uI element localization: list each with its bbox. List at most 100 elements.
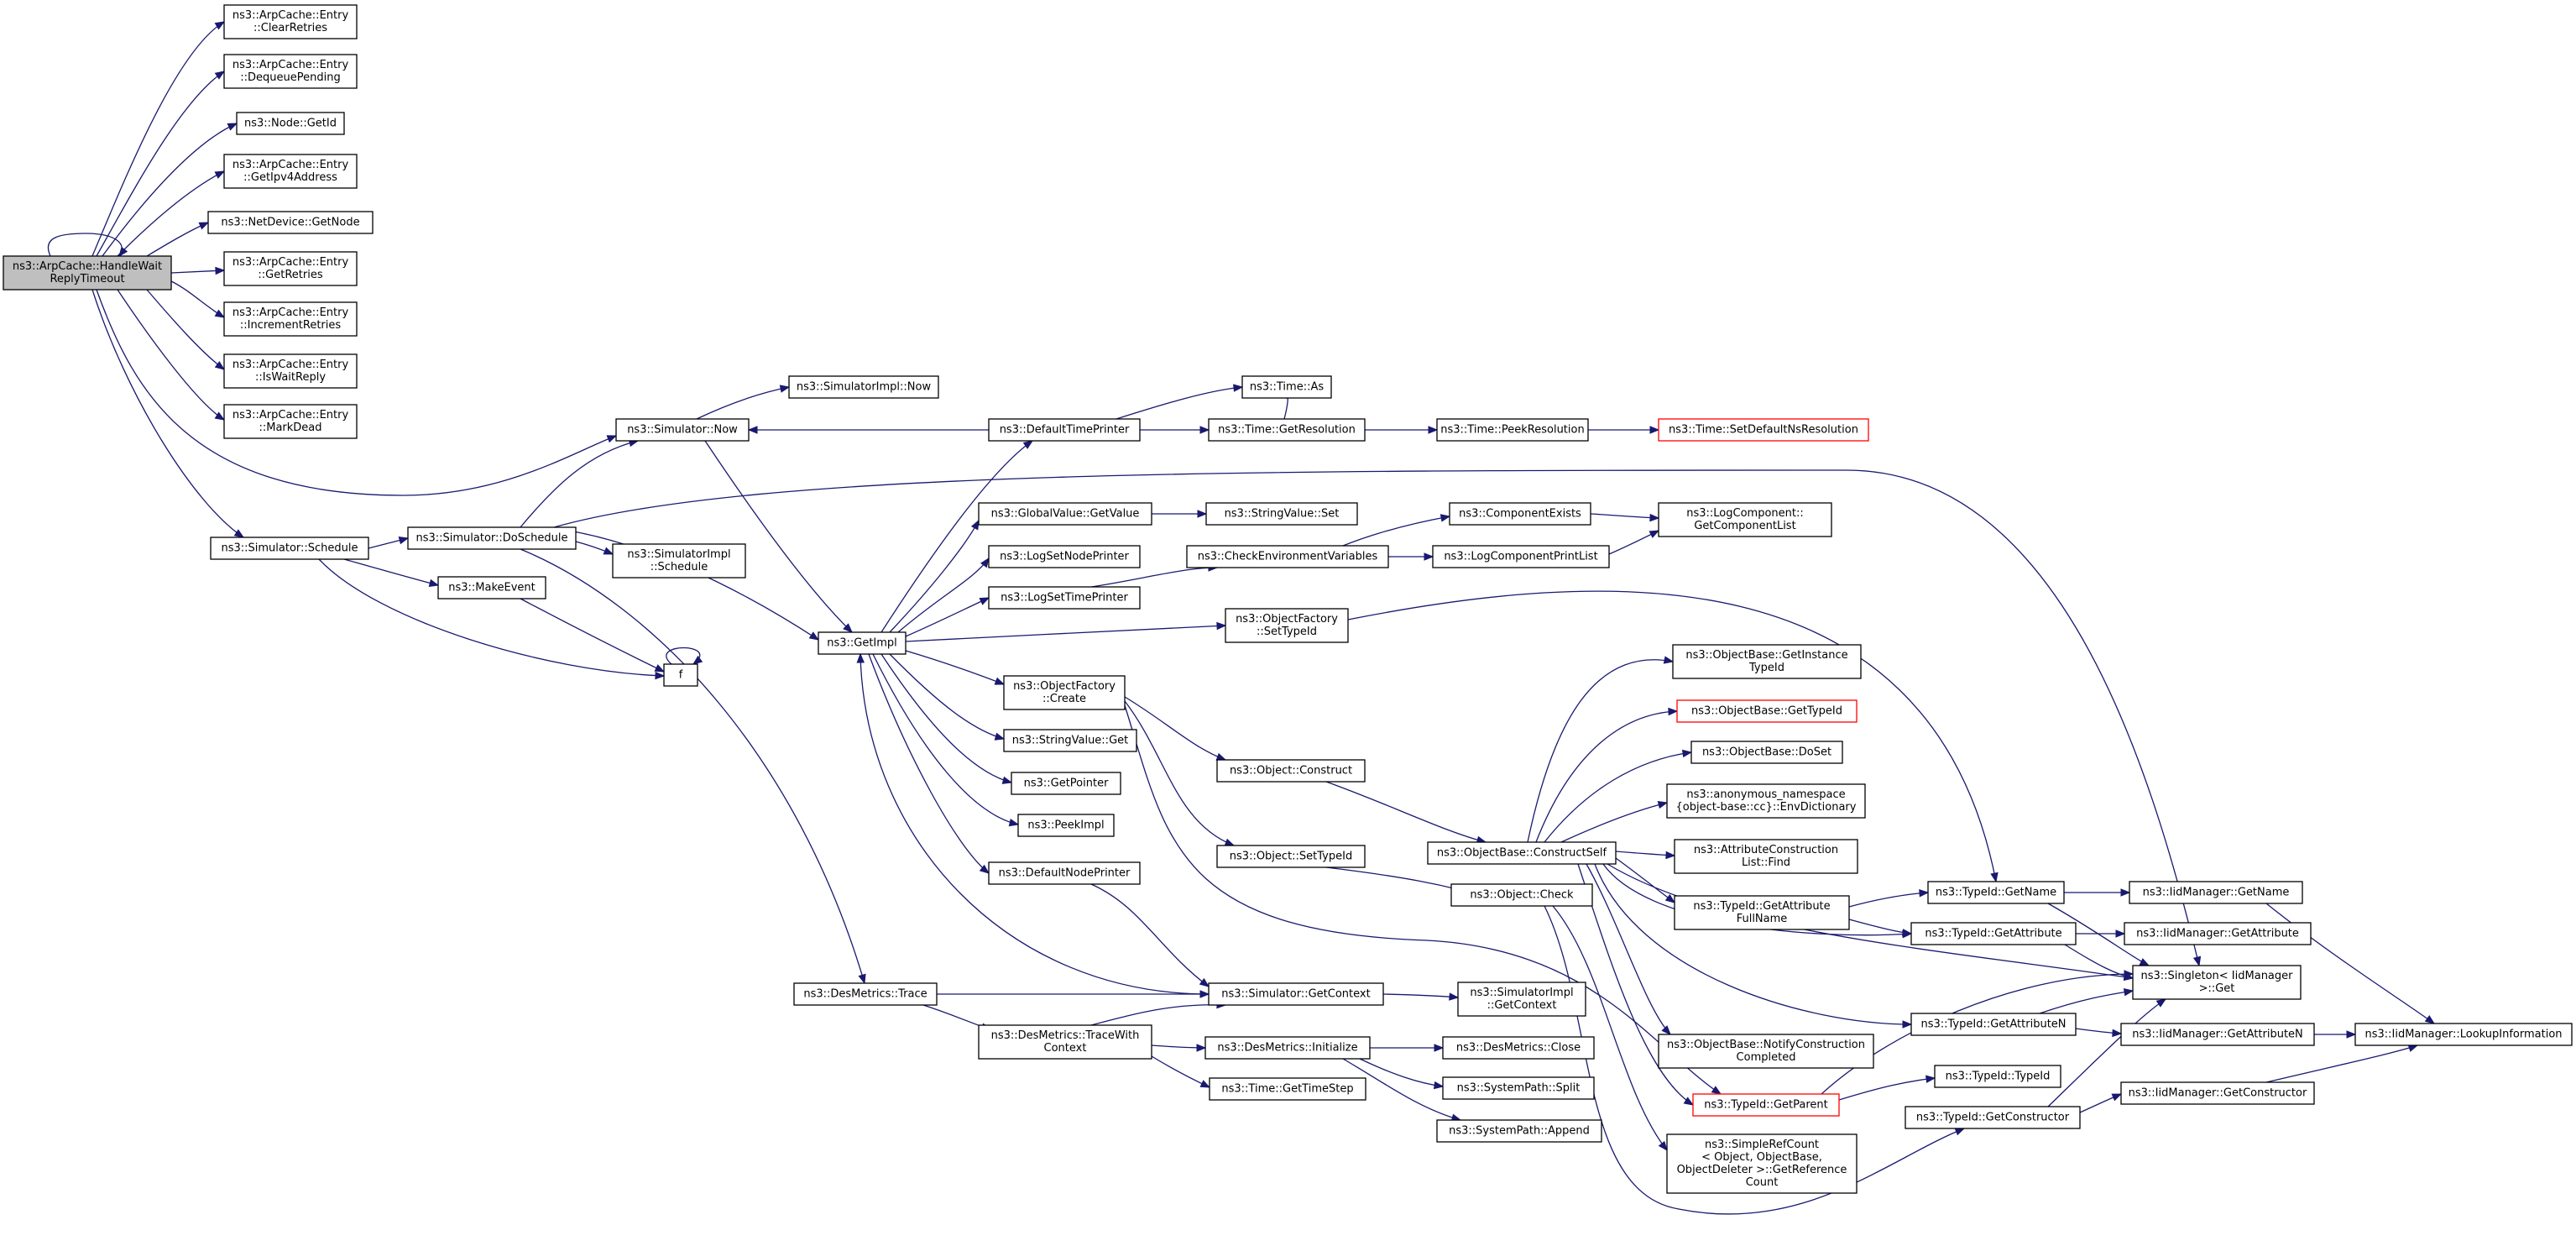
function-node-simImplGetContext[interactable]: ns3::SimulatorImpl::GetContext [1457, 982, 1586, 1017]
function-node-getRetries[interactable]: ns3::ArpCache::Entry::GetRetries [223, 251, 358, 286]
edge-arrowhead [2192, 955, 2202, 967]
edge-simGetContext-to-simImplGetContext [1382, 992, 1460, 1001]
function-node-dequeuePending[interactable]: ns3::ArpCache::Entry::DequeuePending [223, 54, 358, 89]
function-node-srcGetRef[interactable]: ns3::SimpleRefCount< Object, ObjectBase,… [1666, 1133, 1858, 1194]
function-node-tidTypeId[interactable]: ns3::TypeId::TypeId [1934, 1065, 2061, 1088]
function-node-logSetNode[interactable]: ns3::LogSetNodePrinter [988, 545, 1141, 568]
function-node-doSchedule[interactable]: ns3::Simulator::DoSchedule [407, 526, 577, 550]
edge-arrowhead [1664, 893, 1676, 903]
function-node-tidGetParent[interactable]: ns3::TypeId::GetParent [1692, 1093, 1840, 1117]
edge-arrowhead [2124, 970, 2134, 978]
edge-arrowhead [2139, 958, 2150, 966]
node-box [2129, 881, 2303, 904]
edge-arrowhead [233, 529, 245, 538]
edge-line [868, 653, 990, 874]
edge-root-to-netDevGetNode [146, 222, 210, 257]
function-node-strValSet[interactable]: ns3::StringValue::Set [1205, 502, 1358, 526]
function-node-objCheck[interactable]: ns3::Object::Check [1450, 883, 1593, 907]
edge-line [1838, 1077, 1936, 1101]
edge-line [905, 625, 1226, 642]
function-node-imGetAttrN[interactable]: ns3::IidManager::GetAttributeN [2120, 1023, 2315, 1046]
function-node-markDead[interactable]: ns3::ArpCache::Entry::MarkDead [223, 404, 358, 439]
function-node-defNodePrinter[interactable]: ns3::DefaultNodePrinter [988, 861, 1141, 885]
function-node-envDict[interactable]: ns3::anonymous_namespace{object-base::cc… [1666, 783, 1866, 819]
node-label-line: ::GetIpv4Address [243, 171, 337, 184]
edge-desTraceWith-to-simGetContext [1090, 1000, 1227, 1026]
node-box [615, 418, 750, 442]
function-node-strValGet[interactable]: ns3::StringValue::Get [1003, 729, 1137, 752]
function-node-getImpl[interactable]: ns3::GetImpl [818, 631, 907, 655]
function-node-ofCreate[interactable]: ns3::ObjectFactory::Create [1003, 675, 1126, 710]
edge-line [318, 558, 665, 677]
edge-arrowhead [979, 597, 990, 605]
node-label-line: ::DequeuePending [240, 71, 340, 84]
function-node-imGetConstructor[interactable]: ns3::IidManager::GetConstructor [2120, 1081, 2315, 1105]
function-node-timeGetStep[interactable]: ns3::Time::GetTimeStep [1209, 1077, 1366, 1101]
function-node-tidGetAttr[interactable]: ns3::TypeId::GetAttribute [1910, 922, 2077, 945]
function-node-simImplSchedule[interactable]: ns3::SimulatorImpl::Schedule [612, 543, 746, 578]
node-label-line: ns3::GetImpl [827, 637, 897, 650]
function-node-peekImpl[interactable]: ns3::PeekImpl [1017, 814, 1115, 837]
function-node-nodeGetId[interactable]: ns3::Node::GetId [236, 112, 345, 135]
function-node-clearRetries[interactable]: ns3::ArpCache::Entry::ClearRetries [223, 4, 358, 39]
function-node-imGetName[interactable]: ns3::IidManager::GetName [2129, 881, 2303, 904]
edge-arrowhead [747, 426, 758, 434]
function-node-getPointer[interactable]: ns3::GetPointer [1011, 772, 1121, 795]
function-node-tidGetName[interactable]: ns3::TypeId::GetName [1927, 881, 2065, 904]
function-node-tidGetConstructor[interactable]: ns3::TypeId::GetConstructor [1905, 1106, 2081, 1129]
edge-arrowhead [1902, 1020, 1913, 1029]
function-node-compExists[interactable]: ns3::ComponentExists [1449, 502, 1591, 526]
function-node-isWaitReply[interactable]: ns3::ArpCache::Entry::IsWaitReply [223, 353, 358, 389]
function-node-incRetries[interactable]: ns3::ArpCache::Entry::IncrementRetries [223, 301, 358, 337]
function-node-logCompPrint[interactable]: ns3::LogComponentPrintList [1432, 545, 1610, 568]
function-node-desClose[interactable]: ns3::DesMetrics::Close [1442, 1036, 1595, 1060]
function-node-obDoSet[interactable]: ns3::ObjectBase::DoSet [1690, 741, 1843, 764]
function-node-gvGetValue[interactable]: ns3::GlobalValue::GetValue [978, 502, 1152, 526]
function-node-checkEnv[interactable]: ns3::CheckEnvironmentVariables [1186, 545, 1389, 568]
function-node-makeEvent[interactable]: ns3::MakeEvent [437, 576, 546, 599]
edge-line [146, 289, 225, 370]
function-node-imLookup[interactable]: ns3::IidManager::LookupInformation [2354, 1023, 2573, 1046]
function-node-objSetTypeId[interactable]: ns3::Object::SetTypeId [1216, 845, 1366, 868]
node-label-line: ns3::AttributeConstruction [1694, 844, 1838, 856]
function-node-obConstructSelf[interactable]: ns3::ObjectBase::ConstructSelf [1427, 841, 1617, 865]
function-node-desInit[interactable]: ns3::DesMetrics::Initialize [1204, 1036, 1371, 1060]
function-node-ofSetTypeId[interactable]: ns3::ObjectFactory::SetTypeId [1225, 608, 1349, 643]
function-node-logCompGetList[interactable]: ns3::LogComponent::GetComponentList [1658, 502, 1832, 537]
node-box [818, 631, 907, 655]
function-node-timePeekRes[interactable]: ns3::Time::PeekResolution [1436, 418, 1589, 442]
function-node-spAppend[interactable]: ns3::SystemPath::Append [1436, 1119, 1602, 1143]
function-node-objConstruct[interactable]: ns3::Object::Construct [1216, 759, 1366, 783]
node-box [1692, 1093, 1840, 1117]
function-node-imGetAttr[interactable]: ns3::IidManager::GetAttribute [2124, 922, 2312, 945]
function-node-simSchedule[interactable]: ns3::Simulator::Schedule [210, 537, 369, 560]
edge-imGetAttrN-to-imLookup [2314, 1030, 2357, 1039]
function-node-tidGetAttrN[interactable]: ns3::TypeId::GetAttributeN [1910, 1013, 2077, 1036]
edge-line [889, 520, 980, 633]
edge-obConstructSelf-to-obDoSet [1544, 749, 1693, 843]
function-node-singletonGet[interactable]: ns3::Singleton< IidManager>::Get [2132, 965, 2302, 1000]
function-node-timeGetRes[interactable]: ns3::Time::GetResolution [1208, 418, 1366, 442]
function-node-logSetTime[interactable]: ns3::LogSetTimePrinter [988, 586, 1141, 610]
function-node-obNotify[interactable]: ns3::ObjectBase::NotifyConstructionCompl… [1658, 1034, 1874, 1069]
edge-root-to-getRetries [170, 266, 226, 275]
function-node-getIpv4[interactable]: ns3::ArpCache::Entry::GetIpv4Address [223, 154, 358, 189]
edge-line [1124, 704, 1722, 1095]
function-node-spSplit[interactable]: ns3::SystemPath::Split [1442, 1076, 1595, 1100]
function-node-timeAs[interactable]: ns3::Time::As [1241, 375, 1332, 399]
function-node-simGetContext[interactable]: ns3::Simulator::GetContext [1208, 982, 1384, 1006]
function-node-f[interactable]: f [663, 663, 698, 687]
function-node-setDefNs[interactable]: ns3::Time::SetDefaultNsResolution [1658, 418, 1869, 442]
function-node-defTimePrinter[interactable]: ns3::DefaultTimePrinter [988, 418, 1141, 442]
function-node-desTrace[interactable]: ns3::DesMetrics::Trace [793, 982, 938, 1006]
function-node-simNow[interactable]: ns3::Simulator::Now [615, 418, 750, 442]
function-node-simImplNow[interactable]: ns3::SimulatorImpl::Now [788, 375, 939, 399]
edge-arrowhead [979, 864, 990, 874]
function-node-netDevGetNode[interactable]: ns3::NetDevice::GetNode [207, 211, 374, 234]
function-node-obGetTid[interactable]: ns3::ObjectBase::GetTypeId [1676, 699, 1858, 723]
